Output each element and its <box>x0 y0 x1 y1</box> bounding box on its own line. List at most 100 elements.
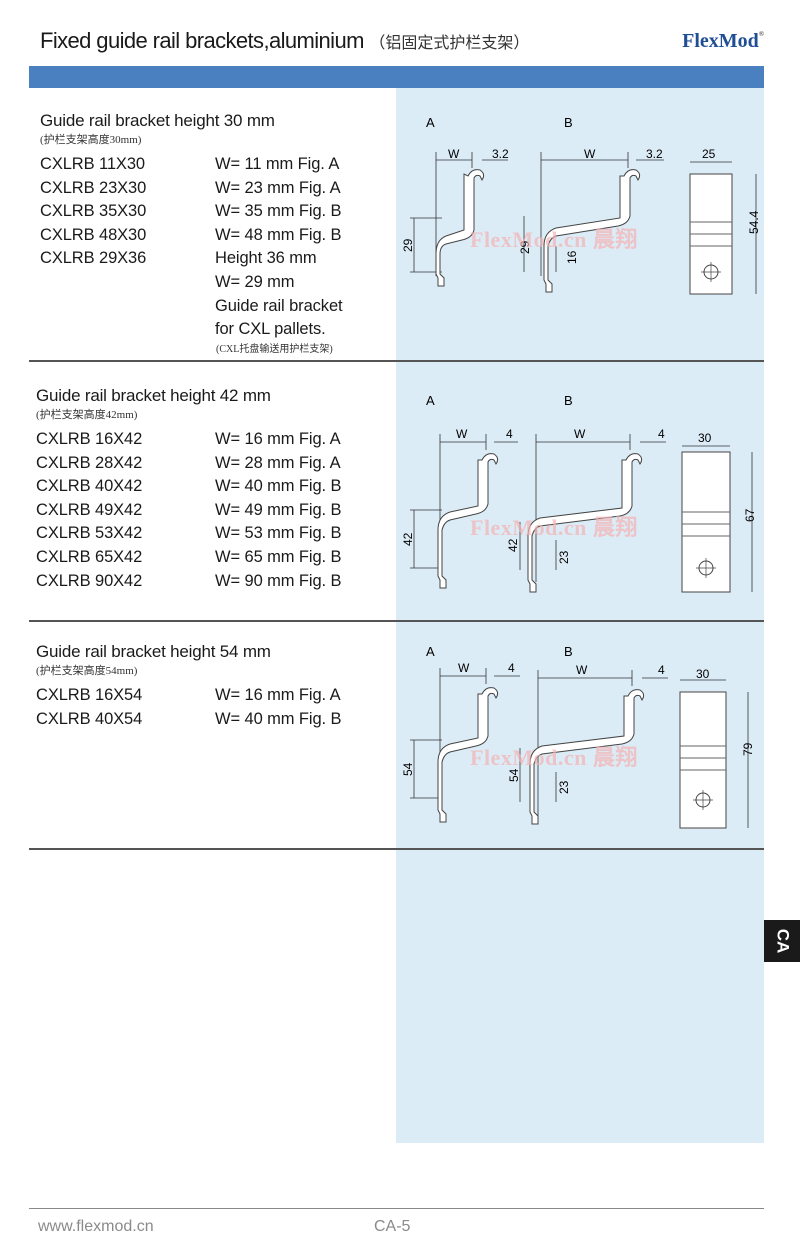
fig-a-profile <box>437 687 499 823</box>
page-number: CA-5 <box>374 1218 411 1235</box>
fig-a-dims <box>410 152 508 276</box>
dim-thickness: 4 <box>658 663 665 677</box>
section-divider <box>29 360 764 362</box>
product-code: CXLRB 16X42 <box>36 430 143 448</box>
dim-height-step: 23 <box>557 780 571 794</box>
product-code: CXLRB 16X54 <box>36 686 143 704</box>
section-title: Guide rail bracket height 42 mm <box>36 386 271 405</box>
fig-a-profile <box>437 453 499 589</box>
fig-a-label: A <box>426 644 435 659</box>
dim-height-step: 23 <box>557 550 571 564</box>
product-code: CXLRB 40X42 <box>36 477 143 496</box>
brand-name: FlexMod <box>682 30 759 52</box>
brand-mark: ® <box>758 30 764 38</box>
dim-side-height: 67 <box>743 508 757 522</box>
section-title: Guide rail bracket height 30 mm <box>40 111 275 130</box>
dim-w: W <box>576 663 588 677</box>
product-desc: W= 16 mm Fig. A <box>215 686 341 704</box>
dim-w: W <box>448 147 460 161</box>
watermark: FlexMod.cn 晨翔 <box>470 515 638 540</box>
section-54mm: Guide rail bracket height 54 mm (护栏支架高度5… <box>36 642 342 732</box>
product-code: CXLRB 65X42 <box>36 547 143 566</box>
dim-w: W <box>458 661 470 675</box>
dim-height-a: 54 <box>401 762 415 776</box>
section-note: (CXL托盘输送用护栏支架) <box>216 343 333 355</box>
product-desc: W= 48 mm Fig. B <box>215 225 342 244</box>
fig-b-label: B <box>564 115 573 130</box>
section-subtitle: (护栏支架高度30mm) <box>40 134 142 146</box>
product-desc: W= 35 mm Fig. B <box>215 202 342 221</box>
bracket-drawing-42: A B W 4 42 W 4 42 23 30 67 <box>401 393 757 593</box>
fig-b-label: B <box>564 644 573 659</box>
dim-thickness: 3.2 <box>492 147 509 161</box>
fig-a-profile <box>435 169 485 287</box>
dim-w: W <box>584 147 596 161</box>
product-desc: W= 23 mm Fig. A <box>215 178 341 197</box>
dim-w: W <box>456 427 468 441</box>
product-desc: W= 40 mm Fig. B <box>215 477 342 496</box>
list-item: CXLRB 40X42 W= 40 mm Fig. B <box>36 475 342 499</box>
title-en: Fixed guide rail brackets,aluminium <box>40 28 364 53</box>
list-item: CXLRB 53X42 W= 53 mm Fig. B <box>36 522 342 546</box>
product-desc: W= 53 mm Fig. B <box>215 524 342 543</box>
section-title: Guide rail bracket height 54 mm <box>36 642 271 661</box>
list-item: W= 29 mm <box>40 271 343 295</box>
product-desc: W= 16 mm Fig. A <box>215 430 341 448</box>
brand-logo: FlexMod® <box>682 30 764 53</box>
footer-divider <box>29 1208 764 1209</box>
section-42mm: Guide rail bracket height 42 mm (护栏支架高度4… <box>36 386 342 593</box>
dim-side-width: 25 <box>702 147 716 161</box>
watermark: FlexMod.cn 晨翔 <box>470 745 638 770</box>
product-code: CXLRB 28X42 <box>36 453 143 472</box>
product-code: CXLRB 53X42 <box>36 524 143 543</box>
product-code: CXLRB 11X30 <box>40 155 145 173</box>
dim-w: W <box>574 427 586 441</box>
product-desc: Guide rail bracket <box>215 296 343 315</box>
bracket-drawing-54: A B W 4 54 W 4 54 23 30 79 <box>401 644 755 829</box>
fig-a-dims <box>410 434 518 580</box>
dim-side-width: 30 <box>696 667 710 681</box>
dim-height-b: 42 <box>506 538 520 552</box>
fig-b-profile <box>527 453 643 593</box>
fig-a-label: A <box>426 393 435 408</box>
fig-b-dims <box>523 152 664 276</box>
page-title: Fixed guide rail brackets,aluminium （铝固定… <box>40 28 529 54</box>
dim-side-height: 54.4 <box>747 210 761 234</box>
title-cn: （铝固定式护栏支架） <box>369 35 530 52</box>
dim-height-b: 54 <box>507 768 521 782</box>
product-code: CXLRB 35X30 <box>40 202 147 221</box>
product-desc: W= 49 mm Fig. B <box>215 500 342 519</box>
watermark: FlexMod.cn 晨翔 <box>470 227 638 252</box>
fig-b-dims <box>519 434 666 582</box>
dim-thickness: 4 <box>506 427 513 441</box>
footer-url: www.flexmod.cn <box>38 1218 154 1235</box>
product-code: CXLRB 29X36 <box>40 249 147 268</box>
section-divider <box>29 848 764 850</box>
dim-side-width: 30 <box>698 431 712 445</box>
product-desc: W= 11 mm Fig. A <box>215 155 340 173</box>
product-desc: W= 29 mm <box>215 272 295 291</box>
list-item: CXLRB 16X42 W= 16 mm Fig. A <box>36 428 341 452</box>
product-desc: W= 90 mm Fig. B <box>215 571 342 590</box>
product-code: CXLRB 23X30 <box>40 178 147 197</box>
product-desc: W= 28 mm Fig. A <box>215 453 341 472</box>
dim-thickness: 4 <box>508 661 515 675</box>
list-item: Guide rail bracket <box>40 295 343 319</box>
side-view-dims <box>690 161 757 294</box>
dim-height-a: 42 <box>401 532 415 546</box>
dim-thickness: 4 <box>658 427 665 441</box>
dim-height-a: 29 <box>401 238 415 252</box>
side-view-dims <box>680 679 749 828</box>
chapter-tab: CA <box>764 920 800 962</box>
product-desc: Height 36 mm <box>215 249 317 268</box>
list-item: CXLRB 16X54 W= 16 mm Fig. A <box>36 684 341 708</box>
product-code: CXLRB 49X42 <box>36 500 143 519</box>
list-item: CXLRB 23X30 W= 23 mm Fig. A <box>40 177 343 201</box>
section-divider <box>29 620 764 622</box>
section-30mm: Guide rail bracket height 30 mm (护栏支架高度3… <box>40 111 343 355</box>
fig-a-label: A <box>426 115 435 130</box>
product-desc: W= 40 mm Fig. B <box>215 709 342 728</box>
